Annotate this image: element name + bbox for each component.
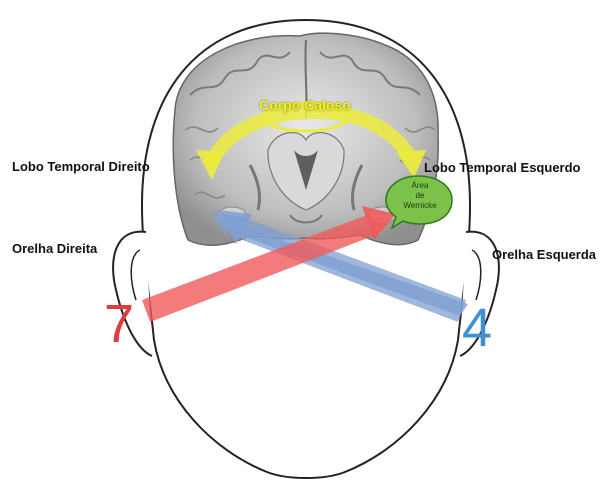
- wernicke-line-3: Wernicke: [390, 201, 450, 211]
- corpus-callosum-label: Corpo Caloso: [259, 97, 351, 113]
- left-temporal-lobe-label: Lobo Temporal Esquerdo: [424, 160, 581, 175]
- wernicke-line-2: de: [390, 191, 450, 201]
- wernicke-line-1: Área: [390, 181, 450, 191]
- right-ear-label: Orelha Direita: [12, 241, 97, 256]
- left-ear-label: Orelha Esquerda: [492, 247, 596, 262]
- right-ear-number: 7: [104, 297, 134, 351]
- left-ear-number: 4: [462, 301, 492, 355]
- right-temporal-lobe-label: Lobo Temporal Direito: [12, 159, 150, 174]
- wernicke-label: Área de Wernicke: [390, 181, 450, 211]
